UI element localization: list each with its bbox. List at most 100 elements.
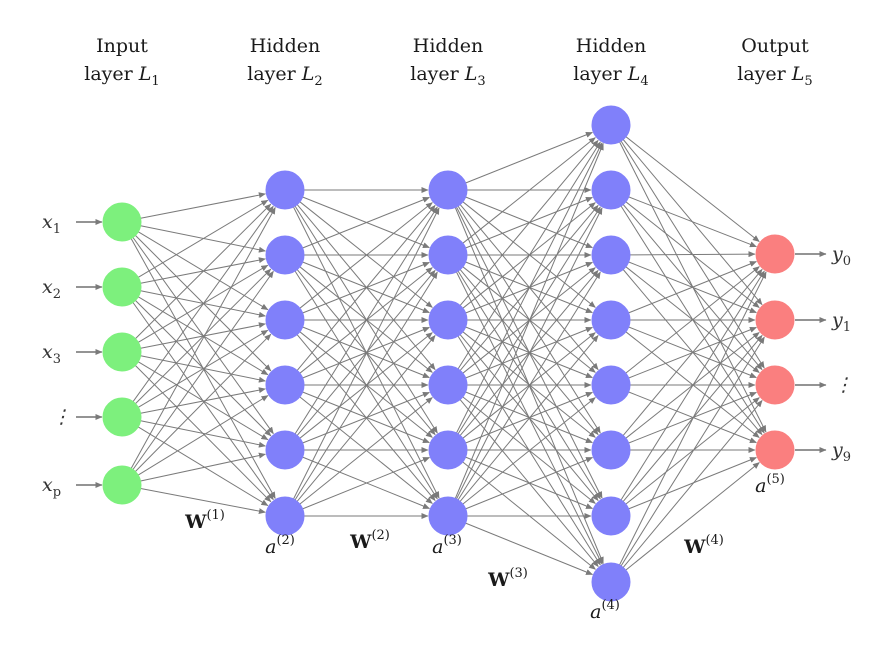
neuron-L4-7 [591, 496, 631, 536]
edge-L3-5-to-L4-0 [454, 143, 604, 499]
edge-L1-2-to-L2-0 [135, 203, 272, 339]
neuron-L4-5 [591, 365, 631, 405]
edge-L1-3-to-L2-2 [138, 329, 269, 408]
edge-L1-4-to-L2-3 [137, 395, 269, 476]
neuron-L1-1 [102, 202, 142, 242]
edge-L1-3-to-L2-5 [137, 426, 269, 507]
layer-subtitle-L3: layer L3 [410, 63, 485, 89]
neuron-L2-6 [265, 496, 305, 536]
layer-subtitle-L5: layer L5 [737, 63, 812, 89]
edge-L3-4-to-L4-4 [465, 391, 593, 444]
edge-L3-5-to-L4-3 [459, 335, 599, 502]
neuron-L1-3 [102, 332, 142, 372]
output-label-y9: y9 [831, 439, 851, 465]
neurons [102, 105, 795, 602]
neuron-L1-5 [102, 465, 142, 505]
output-ellipsis: ⋮ [834, 374, 853, 396]
neuron-L2-4 [265, 365, 305, 405]
edge-L3-5-to-L4-1 [456, 207, 603, 500]
edge-L4-3-to-L5-0 [628, 261, 757, 314]
neuron-L4-3 [591, 235, 631, 275]
edge-L4-7-to-L5-0 [619, 271, 767, 566]
edge-L1-0-to-L2-0 [140, 192, 266, 219]
edge-L2-5-to-L3-3 [299, 397, 433, 505]
edge-L3-1-to-L4-0 [462, 137, 596, 244]
neuron-L5-3 [755, 365, 795, 405]
io-arrows [76, 219, 827, 488]
activation-label-a2: a(2) [265, 533, 295, 558]
input-label-xp: xp [42, 474, 61, 500]
neuron-L4-1 [591, 105, 631, 145]
neuron-L2-5 [265, 430, 305, 470]
edge-L1-4-to-L2-2 [135, 333, 272, 472]
input-label-x2: x2 [42, 276, 61, 302]
activation-label-a4: a(4) [590, 598, 620, 623]
edge-L1-3-to-L2-0 [132, 205, 274, 402]
edge-L4-6-to-L5-0 [620, 270, 765, 501]
output-label-y1: y1 [831, 309, 851, 335]
edge-L4-7-to-L5-1 [620, 336, 765, 567]
neuron-L2-1 [265, 170, 305, 210]
edge-L3-0-to-L4-0 [465, 131, 593, 184]
edge-L1-4-to-L2-4 [140, 452, 266, 482]
neuron-L4-2 [591, 170, 631, 210]
edge-L1-4-to-L2-0 [130, 207, 276, 469]
edge-L2-4-to-L3-0 [294, 206, 438, 435]
edge-L1-3-to-L2-3 [140, 387, 266, 414]
edge-L1-4-to-L2-1 [132, 270, 274, 470]
edge-L3-5-to-L4-7 [465, 522, 593, 575]
edge-L2-5-to-L3-4 [302, 457, 430, 510]
weight-label-w1: W(1) [184, 508, 225, 533]
activation-label-a3: a(3) [432, 533, 462, 558]
edge-L4-4-to-L5-0 [625, 266, 760, 374]
edge-L4-0-to-L5-0 [625, 136, 760, 242]
neuron-L3-3 [428, 300, 468, 340]
edge-L2-5-to-L3-2 [296, 335, 436, 502]
neuron-L2-3 [265, 300, 305, 340]
layer-subtitle-L4: layer L4 [573, 63, 648, 89]
edge-L4-7-to-L5-3 [625, 462, 760, 571]
neuron-L2-2 [265, 235, 305, 275]
neuron-L3-1 [428, 170, 468, 210]
neuron-L3-5 [428, 430, 468, 470]
activation-label-a5: a(5) [755, 472, 785, 497]
input-label-x1: x1 [42, 211, 61, 237]
edge-L2-2-to-L3-0 [299, 202, 433, 309]
neuron-L4-4 [591, 300, 631, 340]
edge-L3-5-to-L4-5 [465, 457, 593, 510]
edge-L1-4-to-L2-5 [140, 488, 266, 515]
layer-title-L4: Hidden [576, 35, 646, 57]
edge-L3-4-to-L4-0 [456, 142, 603, 434]
connection-edges [130, 131, 767, 575]
layer-title-L5: Output [741, 35, 809, 57]
edge-L2-4-to-L3-3 [302, 391, 430, 444]
layer-title-L1: Input [96, 35, 148, 57]
edge-L3-5-to-L4-2 [457, 271, 601, 501]
neuron-L5-4 [755, 430, 795, 470]
weight-label-w4: W(4) [683, 533, 724, 558]
neuron-L5-1 [755, 234, 795, 274]
layer-title-L2: Hidden [250, 35, 320, 57]
edge-L1-3-to-L2-1 [135, 268, 272, 404]
edge-L4-6-to-L5-3 [628, 457, 757, 510]
neuron-L1-4 [102, 397, 142, 437]
edge-L3-5-to-L4-4 [462, 397, 596, 505]
edge-L3-3-to-L4-0 [457, 141, 601, 370]
neuron-L4-8 [591, 562, 631, 602]
layer-subtitle-L2: layer L2 [247, 63, 322, 89]
neuron-L5-2 [755, 300, 795, 340]
neuron-L3-6 [428, 496, 468, 536]
edge-L2-3-to-L3-0 [296, 204, 436, 371]
edge-L1-1-to-L2-0 [138, 199, 269, 278]
edge-L3-2-to-L4-0 [459, 139, 599, 306]
neuron-L1-2 [102, 267, 142, 307]
output-label-y0: y0 [831, 243, 851, 269]
weight-label-w2: W(2) [349, 528, 390, 553]
neuron-L3-2 [428, 235, 468, 275]
edge-L2-5-to-L3-0 [293, 207, 440, 500]
edge-L1-3-to-L2-4 [140, 420, 266, 448]
neuron-L3-4 [428, 365, 468, 405]
edge-L4-5-to-L5-0 [622, 268, 763, 436]
edge-L4-7-to-L5-2 [622, 400, 763, 568]
